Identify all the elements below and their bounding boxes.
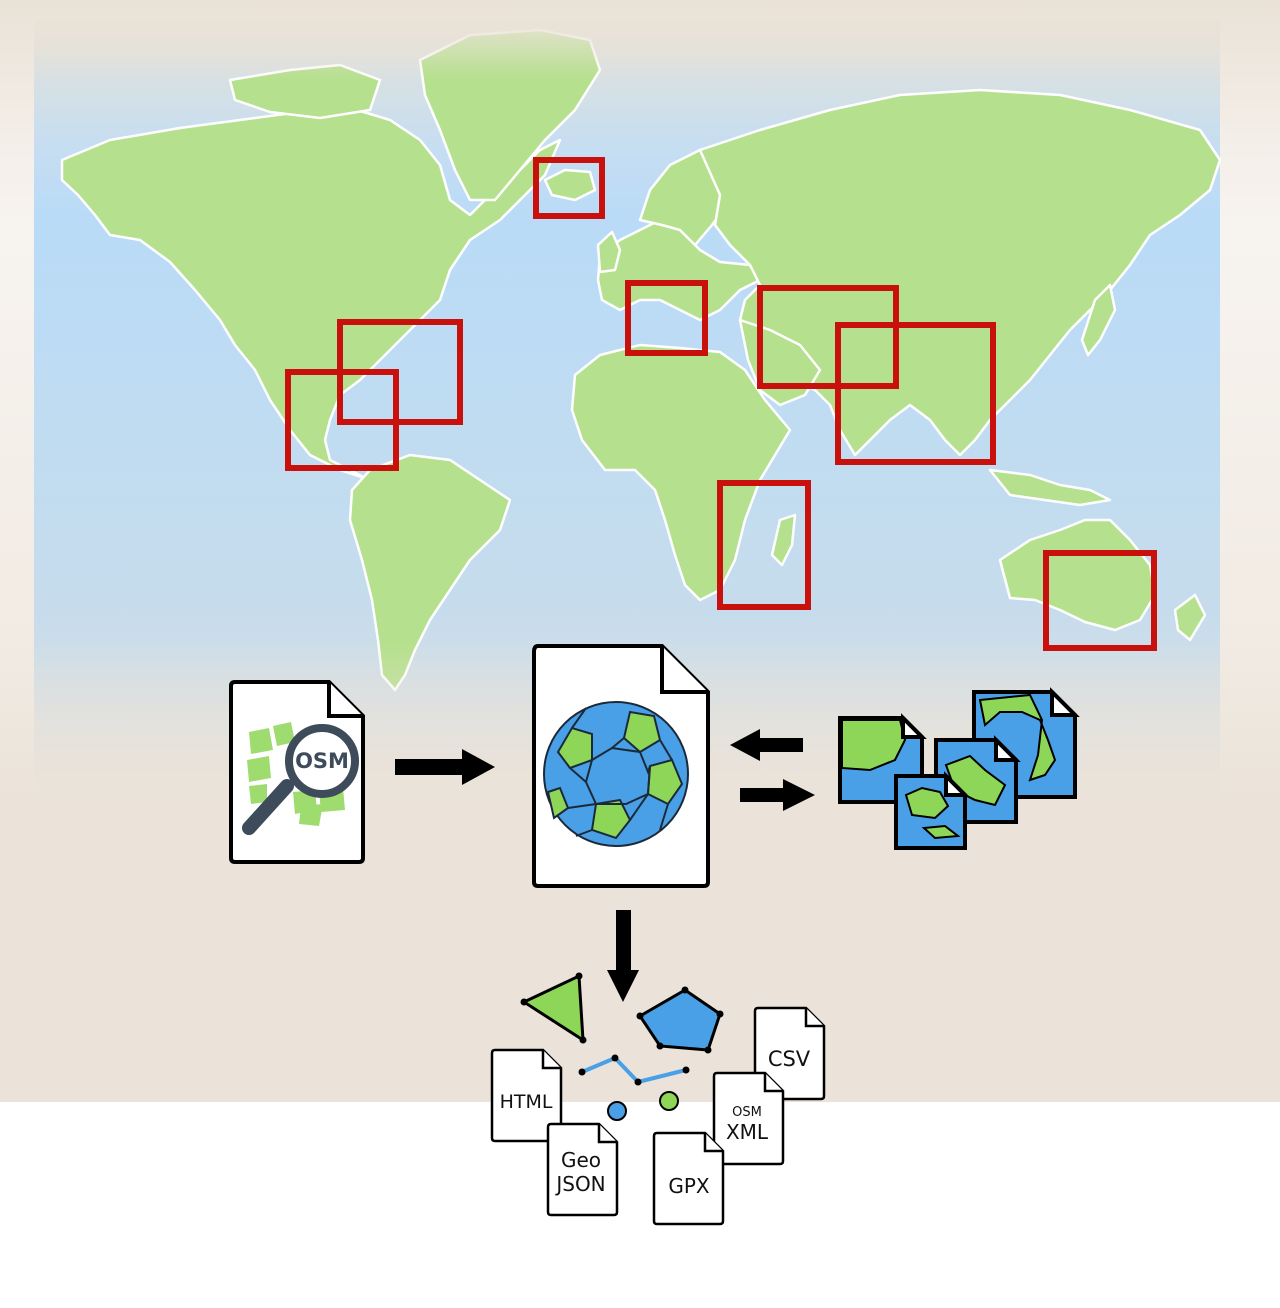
gpx-file-icon: GPX <box>652 1131 725 1226</box>
map-tile <box>894 771 970 850</box>
map-tiles-icon <box>838 687 1080 850</box>
southeast-asia-islands <box>988 468 1112 507</box>
osm-xml-label-line1: OSM <box>732 1105 762 1120</box>
geojson-label-line1: Geo <box>561 1148 601 1172</box>
iceland <box>543 168 597 202</box>
arrow-right-1 <box>395 749 495 785</box>
arrow-left <box>730 729 803 761</box>
region-box-south-asia <box>835 322 996 465</box>
osm-label: OSM <box>295 749 349 773</box>
polygon-shape-icon <box>636 986 724 1054</box>
map-top-fade <box>34 20 1220 80</box>
globe-icon <box>543 701 689 847</box>
new-zealand <box>1173 593 1207 642</box>
html-file-icon: HTML <box>490 1048 563 1143</box>
geojson-label-line2: JSON <box>554 1172 605 1196</box>
region-box-iceland <box>533 157 605 219</box>
point-icon <box>659 1091 679 1111</box>
north-america <box>60 106 562 480</box>
gpx-label: GPX <box>668 1174 710 1198</box>
arrow-right-2 <box>740 779 815 811</box>
triangle-shape-icon <box>520 972 587 1044</box>
magnifier-icon <box>242 724 359 835</box>
csv-label: CSV <box>768 1047 811 1071</box>
region-boxes <box>285 157 1157 651</box>
asia <box>698 88 1222 457</box>
british-isles <box>596 230 622 274</box>
arrow-down <box>607 910 639 1002</box>
region-box-madagascar <box>717 480 811 610</box>
polyline-icon <box>578 1054 690 1086</box>
madagascar <box>770 513 797 567</box>
region-box-central-america <box>285 369 399 471</box>
japan <box>1080 283 1117 357</box>
region-box-australia <box>1043 550 1157 651</box>
geojson-file-icon: Geo JSON <box>546 1122 619 1217</box>
globe-file-icon <box>532 644 710 888</box>
osm-xml-file-icon: OSM XML <box>712 1071 785 1166</box>
region-box-middle-east <box>757 285 899 389</box>
region-box-italy <box>625 280 708 356</box>
csv-file-icon: CSV <box>753 1006 826 1101</box>
html-label: HTML <box>500 1091 553 1113</box>
point-icon <box>607 1101 627 1121</box>
osm-xml-label-line2: XML <box>726 1120 769 1144</box>
osm-file-icon: OSM <box>229 680 365 864</box>
